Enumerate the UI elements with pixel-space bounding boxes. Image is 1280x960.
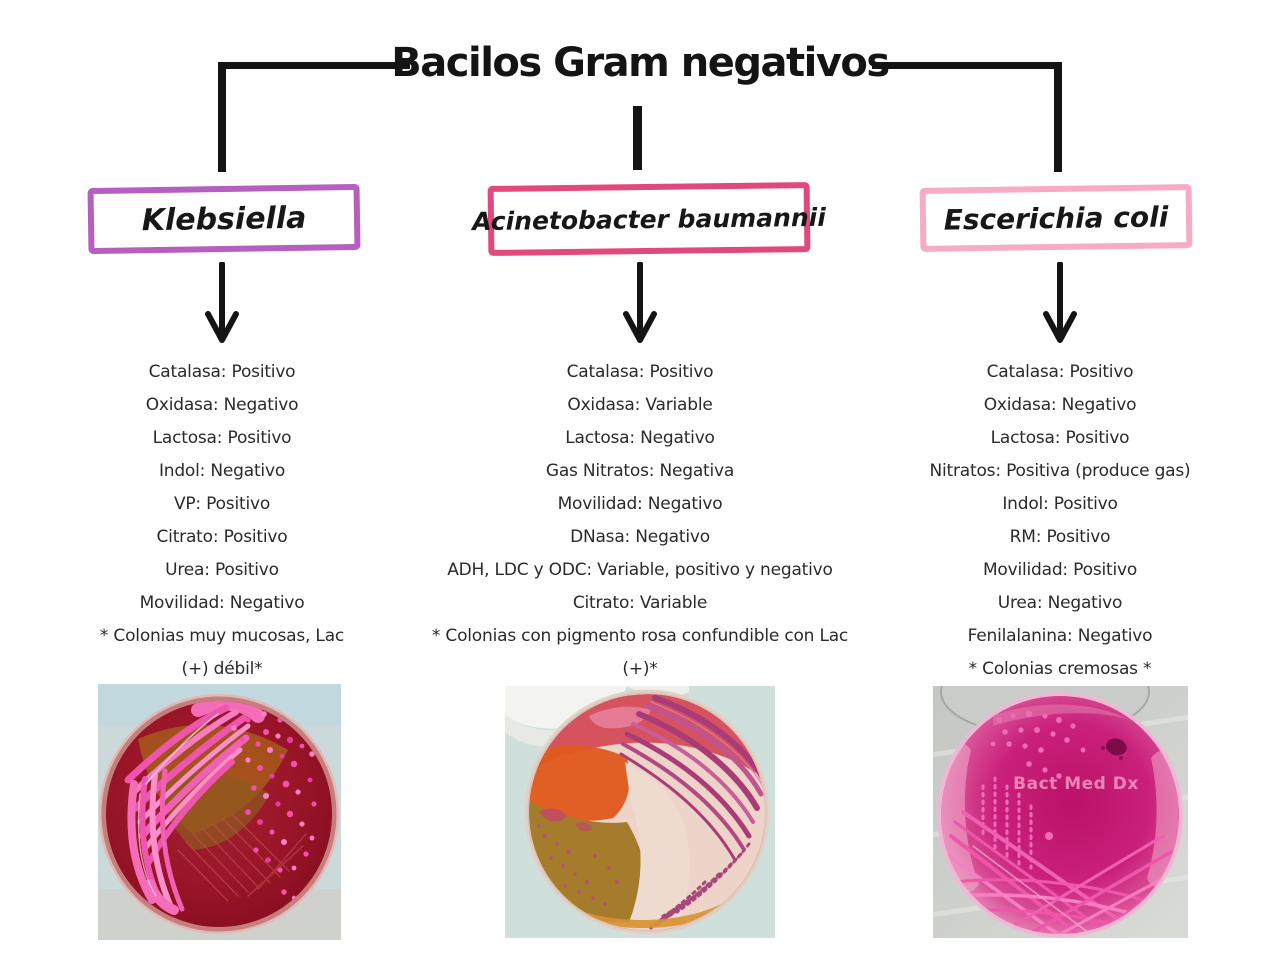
list-line: Movilidad: Positivo bbox=[982, 560, 1138, 580]
list-line: * Colonias con pigmento rosa confundible… bbox=[431, 626, 849, 646]
list-line: ADH, LDC y ODC: Variable, positivo y neg… bbox=[447, 560, 833, 580]
note-lines: * Colonias cremosas * bbox=[898, 653, 1222, 686]
list-line: Lactosa: Positivo bbox=[152, 428, 292, 448]
note-lines: * Colonias con pigmento rosa confundible… bbox=[412, 620, 868, 686]
list-line: Fenilalanina: Negativo bbox=[967, 626, 1153, 646]
list-line: Urea: Positivo bbox=[165, 560, 279, 580]
list-line: Citrato: Positivo bbox=[156, 527, 288, 547]
connector-left-horizontal bbox=[222, 62, 410, 69]
plate-watermark: Bact Med Dx bbox=[1013, 774, 1139, 794]
list-line: Gas Nitratos: Negativa bbox=[545, 461, 735, 481]
list-line: RM: Positivo bbox=[1009, 527, 1111, 547]
list-line: VP: Positivo bbox=[173, 494, 271, 514]
klebsiella-label: Klebsiella bbox=[141, 200, 307, 238]
list-line: Oxidasa: Negativo bbox=[145, 395, 299, 415]
page-title: Bacilos Gram negativos bbox=[391, 40, 890, 86]
list-line: Lactosa: Negativo bbox=[565, 428, 715, 448]
list-line: * Colonias cremosas * bbox=[968, 659, 1152, 679]
note-lines: * Colonias muy mucosas, Lac (+) débil* bbox=[60, 620, 384, 686]
connector-right-vertical bbox=[1054, 62, 1062, 172]
list-line: * Colonias muy mucosas, Lac bbox=[99, 626, 345, 646]
list-line: Nitratos: Positiva (produce gas) bbox=[929, 461, 1191, 481]
down-arrow-icon bbox=[1043, 262, 1077, 343]
list-line: Movilidad: Negativo bbox=[139, 593, 305, 613]
klebsiella-box: Klebsiella bbox=[87, 183, 361, 255]
ecoli-plate-photo: Bact Med Dx bbox=[933, 686, 1188, 938]
connector-left-vertical bbox=[218, 62, 226, 172]
down-arrow-icon bbox=[205, 262, 239, 343]
list-line: Catalasa: Positivo bbox=[986, 362, 1134, 382]
ecoli-box: Escerichia coli bbox=[919, 184, 1193, 252]
list-line: Oxidasa: Variable bbox=[567, 395, 713, 415]
list-line: Indol: Negativo bbox=[158, 461, 286, 481]
list-line: Citrato: Variable bbox=[572, 593, 708, 613]
acinetobacter-plate-photo bbox=[505, 686, 775, 938]
list-line: (+)* bbox=[622, 659, 658, 679]
list-line: Urea: Negativo bbox=[997, 593, 1123, 613]
list-line: Catalasa: Positivo bbox=[148, 362, 296, 382]
list-line: Indol: Positivo bbox=[1002, 494, 1118, 514]
down-arrow-icon bbox=[623, 262, 657, 343]
klebsiella-plate-photo bbox=[98, 684, 341, 940]
list-line: Catalasa: Positivo bbox=[566, 362, 714, 382]
connector-right-horizontal bbox=[872, 62, 1060, 69]
list-line: (+) débil* bbox=[181, 659, 263, 679]
connector-middle-vertical bbox=[633, 106, 642, 170]
acinetobacter-label: Acinetobacter baumannii bbox=[472, 202, 826, 236]
list-line: Lactosa: Positivo bbox=[990, 428, 1130, 448]
list-line: Movilidad: Negativo bbox=[557, 494, 723, 514]
list-line: Oxidasa: Negativo bbox=[983, 395, 1137, 415]
list-line: DNasa: Negativo bbox=[570, 527, 710, 547]
ecoli-label: Escerichia coli bbox=[943, 199, 1169, 237]
acinetobacter-box: Acinetobacter baumannii bbox=[472, 182, 826, 256]
